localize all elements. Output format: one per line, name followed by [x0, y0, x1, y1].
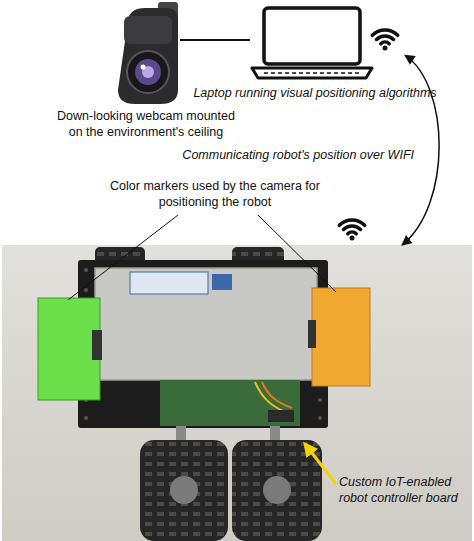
controller-board — [160, 380, 300, 426]
edge-label: Communicating robot's position over WIFI — [180, 148, 416, 164]
webcam-lens-glint — [141, 65, 146, 70]
robot-node: Color markers used by the camera for pos… — [2, 245, 472, 541]
aluminium-plate — [95, 268, 317, 380]
webcam-node: Down-looking webcam mounted on the envir… — [112, 5, 180, 105]
webcam-body — [118, 8, 178, 104]
wheel — [140, 440, 228, 541]
laptop-keys — [264, 72, 360, 74]
wifi-dot — [383, 46, 388, 51]
wifi-icon — [372, 30, 397, 50]
robot-photo — [2, 245, 472, 541]
camera-link — [180, 39, 250, 41]
wifi-icon — [339, 220, 364, 240]
green-marker — [38, 298, 100, 400]
hole — [84, 288, 88, 292]
hub — [170, 476, 198, 504]
chassis — [78, 260, 328, 428]
webcam-panel — [124, 16, 172, 44]
leader-line — [258, 215, 336, 292]
hole — [318, 398, 322, 402]
wifi-arc — [381, 42, 389, 44]
hole — [318, 416, 322, 420]
wifi-arc — [348, 232, 356, 234]
wheel — [232, 440, 322, 541]
caption-text: Custom IoT-enabled robot controller boar… — [339, 475, 471, 506]
webcam-lens-ring — [127, 51, 169, 93]
leader-line — [68, 215, 178, 300]
laptop-base — [252, 68, 372, 78]
sticker — [130, 272, 208, 294]
hub — [263, 476, 291, 504]
webcam-icon — [118, 2, 178, 104]
marker-holder — [92, 330, 102, 360]
hole — [84, 416, 88, 420]
orange-marker — [312, 288, 370, 386]
hole — [84, 268, 88, 272]
wifi-dot — [350, 236, 355, 241]
logo — [212, 274, 232, 290]
wire — [262, 382, 292, 408]
laptop-node: Laptop running visual positioning algori… — [250, 5, 405, 80]
callout-arrow — [305, 444, 336, 484]
laptop-screen — [264, 8, 360, 64]
wifi-arc — [377, 36, 394, 40]
caption-text: Laptop running visual positioning algori… — [180, 86, 450, 102]
connector — [268, 410, 294, 422]
photo-background — [2, 245, 472, 541]
wifi-arc — [344, 226, 361, 230]
wire — [255, 382, 285, 412]
marker-holder — [308, 320, 316, 348]
caption-text: Down-looking webcam mounted on the envir… — [56, 109, 236, 140]
webcam-lens — [135, 59, 161, 85]
caption-text: Color markers used by the camera for pos… — [105, 179, 325, 210]
laptop-icon — [252, 8, 372, 78]
